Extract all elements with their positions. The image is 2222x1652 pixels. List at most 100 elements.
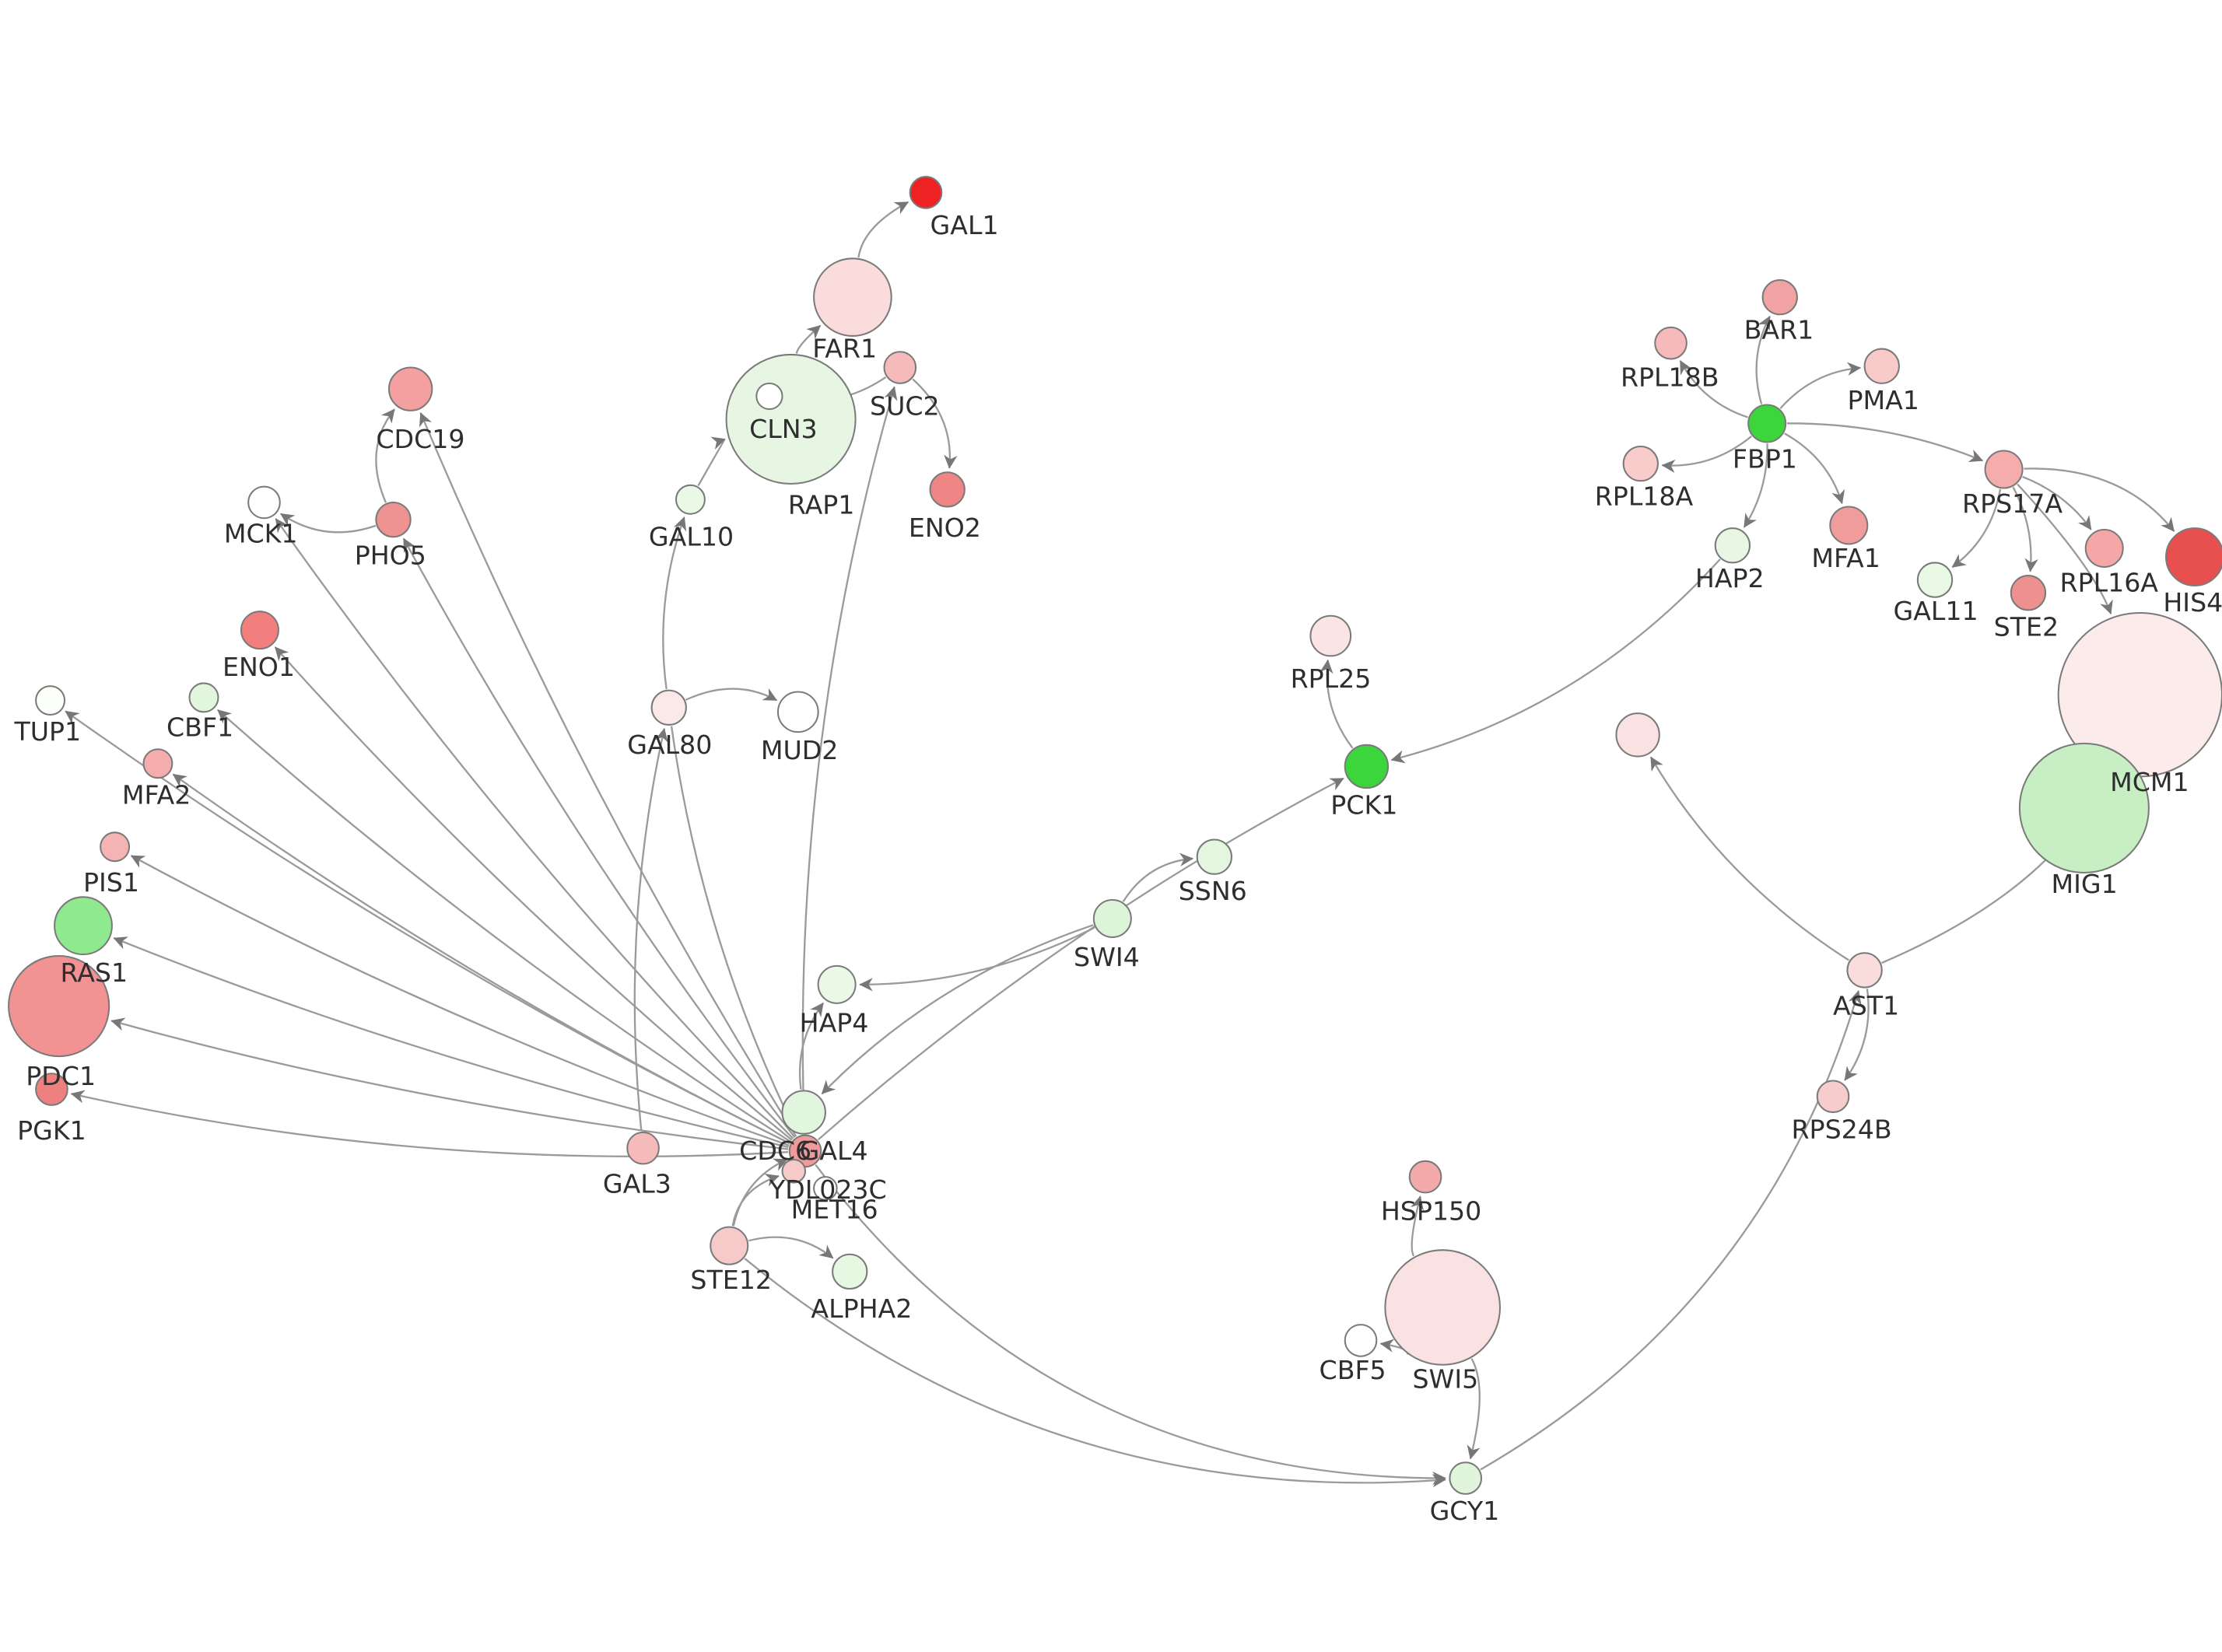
edge-RPS17A-RPL16A[interactable] bbox=[2022, 475, 2092, 530]
node-PCK1[interactable] bbox=[1344, 744, 1390, 789]
node-NODE1[interactable] bbox=[1615, 712, 1660, 758]
edge-SUC2-ENO2[interactable] bbox=[912, 378, 958, 469]
edge-PCK1-RPL25[interactable] bbox=[1320, 659, 1354, 749]
edge-AST1-NODE1[interactable] bbox=[1649, 756, 1849, 961]
node-PGK1[interactable] bbox=[35, 1073, 68, 1106]
node-MET16[interactable] bbox=[813, 1176, 838, 1201]
node-RPS17A[interactable] bbox=[1984, 450, 2024, 489]
edge-STE12-GAL4[interactable] bbox=[732, 1158, 788, 1227]
node-MFA1[interactable] bbox=[1829, 506, 1869, 545]
node-PIS1[interactable] bbox=[100, 831, 131, 863]
node-FBP1[interactable] bbox=[1747, 404, 1787, 443]
node-RPL16A[interactable] bbox=[2084, 529, 2124, 568]
edge-HAP2-PCK1[interactable] bbox=[1390, 558, 1721, 764]
node-STE12[interactable] bbox=[710, 1226, 749, 1265]
node-RAP1[interactable] bbox=[755, 382, 783, 411]
edge-RPS17A-STE2[interactable] bbox=[2012, 486, 2038, 572]
node-CDC6[interactable] bbox=[781, 1090, 826, 1135]
node-MFA2[interactable] bbox=[142, 748, 173, 779]
edge-GAL80-MUD2[interactable] bbox=[685, 688, 778, 702]
edge-GAL4-PHO5[interactable] bbox=[402, 537, 796, 1139]
edge-FBP1-PMA1[interactable] bbox=[1779, 362, 1862, 409]
node-GAL11[interactable] bbox=[1916, 562, 1954, 598]
node-HAP2[interactable] bbox=[1714, 527, 1751, 564]
edge-FBP1-BAR1[interactable] bbox=[1755, 315, 1771, 404]
node-CBF1[interactable] bbox=[188, 682, 219, 713]
edge-FBP1-RPS17A[interactable] bbox=[1786, 422, 1984, 463]
node-GAL3[interactable] bbox=[626, 1131, 660, 1165]
edge-GAL4-CDC19[interactable] bbox=[419, 411, 797, 1137]
edge-GAL4-MCK1[interactable] bbox=[275, 518, 794, 1139]
edge-FAR1-GAL1[interactable] bbox=[857, 201, 909, 258]
node-MIG1[interactable] bbox=[2018, 742, 2150, 873]
edge-GAL4-PIS1[interactable] bbox=[130, 855, 790, 1146]
edge-FBP1-RPL18B[interactable] bbox=[1679, 360, 1748, 418]
edge-STE12-ALPHA2[interactable] bbox=[748, 1236, 834, 1259]
edge-CDC6-HAP4[interactable] bbox=[798, 1002, 825, 1090]
node-ENO2[interactable] bbox=[929, 471, 966, 508]
node-HSP150[interactable] bbox=[1408, 1160, 1442, 1194]
node-SWI5[interactable] bbox=[1384, 1249, 1501, 1366]
edge-GAL4-PCK1[interactable] bbox=[817, 777, 1344, 1141]
edge-GAL4-PDC1[interactable] bbox=[110, 1017, 789, 1150]
edge-SWI4-SSN6[interactable] bbox=[1122, 852, 1194, 902]
node-ENO1[interactable] bbox=[240, 611, 279, 650]
edge-GAL4-RAS1[interactable] bbox=[113, 936, 789, 1149]
node-RPL25[interactable] bbox=[1309, 614, 1352, 657]
node-SUC2[interactable] bbox=[883, 351, 917, 384]
edge-SWI4-CDC6[interactable] bbox=[821, 924, 1094, 1095]
edge-GCY1-AST1[interactable] bbox=[1480, 990, 1862, 1471]
node-ALPHA2[interactable] bbox=[832, 1253, 868, 1290]
node-TUP1[interactable] bbox=[35, 685, 66, 716]
edge-PHO5-MCK1[interactable] bbox=[280, 513, 377, 534]
edge-GAL4-GCY1[interactable] bbox=[815, 1164, 1446, 1486]
edge-FBP1-RPL18A[interactable] bbox=[1661, 436, 1752, 474]
node-RPL18B[interactable] bbox=[1654, 326, 1688, 360]
node-CBF5[interactable] bbox=[1344, 1324, 1378, 1357]
node-CLN3[interactable] bbox=[725, 353, 857, 485]
node-SSN6[interactable] bbox=[1196, 838, 1232, 875]
node-YDL023C[interactable] bbox=[781, 1158, 807, 1184]
node-GAL1[interactable] bbox=[909, 176, 943, 209]
node-MCK1[interactable] bbox=[247, 485, 281, 520]
edge-GAL80-GAL10[interactable] bbox=[662, 516, 687, 690]
edge-STE12-GCY1[interactable] bbox=[744, 1258, 1446, 1488]
edge-SWI4-HAP4[interactable] bbox=[859, 926, 1095, 992]
edge-AST1-RPS24B[interactable] bbox=[1844, 989, 1870, 1081]
edge-FBP1-MFA1[interactable] bbox=[1784, 432, 1845, 505]
edge-RPS17A-GAL11[interactable] bbox=[1951, 488, 2002, 569]
node-HIS4[interactable] bbox=[2165, 527, 2222, 586]
edge-GAL10-CLN3[interactable] bbox=[697, 437, 726, 487]
node-HAP4[interactable] bbox=[817, 964, 857, 1004]
node-STE2[interactable] bbox=[2010, 575, 2047, 611]
edge-GAL4-CBF1[interactable] bbox=[217, 709, 792, 1143]
edge-FBP1-HAP2[interactable] bbox=[1743, 443, 1768, 528]
node-GCY1[interactable] bbox=[1449, 1461, 1483, 1495]
edge-GAL4-MFA2[interactable] bbox=[172, 773, 790, 1145]
edge-GAL4-SUC2[interactable] bbox=[801, 386, 898, 1134]
edge-RPS17A-HIS4[interactable] bbox=[2024, 467, 2175, 532]
edge-PHO5-CDC19[interactable] bbox=[375, 408, 395, 503]
edge-RPS17A-MCM1[interactable] bbox=[2017, 483, 2113, 614]
node-RPL18A[interactable] bbox=[1622, 445, 1659, 482]
node-PMA1[interactable] bbox=[1863, 348, 1900, 384]
edge-GAL3-GAL80[interactable] bbox=[633, 727, 668, 1132]
node-GAL10[interactable] bbox=[675, 484, 706, 515]
node-SWI4[interactable] bbox=[1092, 899, 1132, 938]
edge-SWI5-HSP150[interactable] bbox=[1411, 1195, 1424, 1257]
node-PHO5[interactable] bbox=[375, 501, 412, 538]
edge-STE12-YDL023C[interactable] bbox=[731, 1173, 780, 1227]
node-RPS24B[interactable] bbox=[1816, 1080, 1850, 1114]
node-RAS1[interactable] bbox=[54, 896, 113, 956]
edge-SWI5-GCY1[interactable] bbox=[1467, 1358, 1481, 1460]
node-AST1[interactable] bbox=[1846, 952, 1883, 989]
node-GAL80[interactable] bbox=[650, 689, 687, 726]
node-PDC1[interactable] bbox=[8, 954, 110, 1058]
edge-GAL80-GAL4[interactable] bbox=[670, 726, 797, 1134]
edge-CLN3-FAR1[interactable] bbox=[795, 324, 822, 354]
edge-GAL4-ENO1[interactable] bbox=[274, 646, 793, 1141]
node-BAR1[interactable] bbox=[1761, 278, 1798, 316]
edge-GAL4-PGK1[interactable] bbox=[70, 1090, 788, 1157]
